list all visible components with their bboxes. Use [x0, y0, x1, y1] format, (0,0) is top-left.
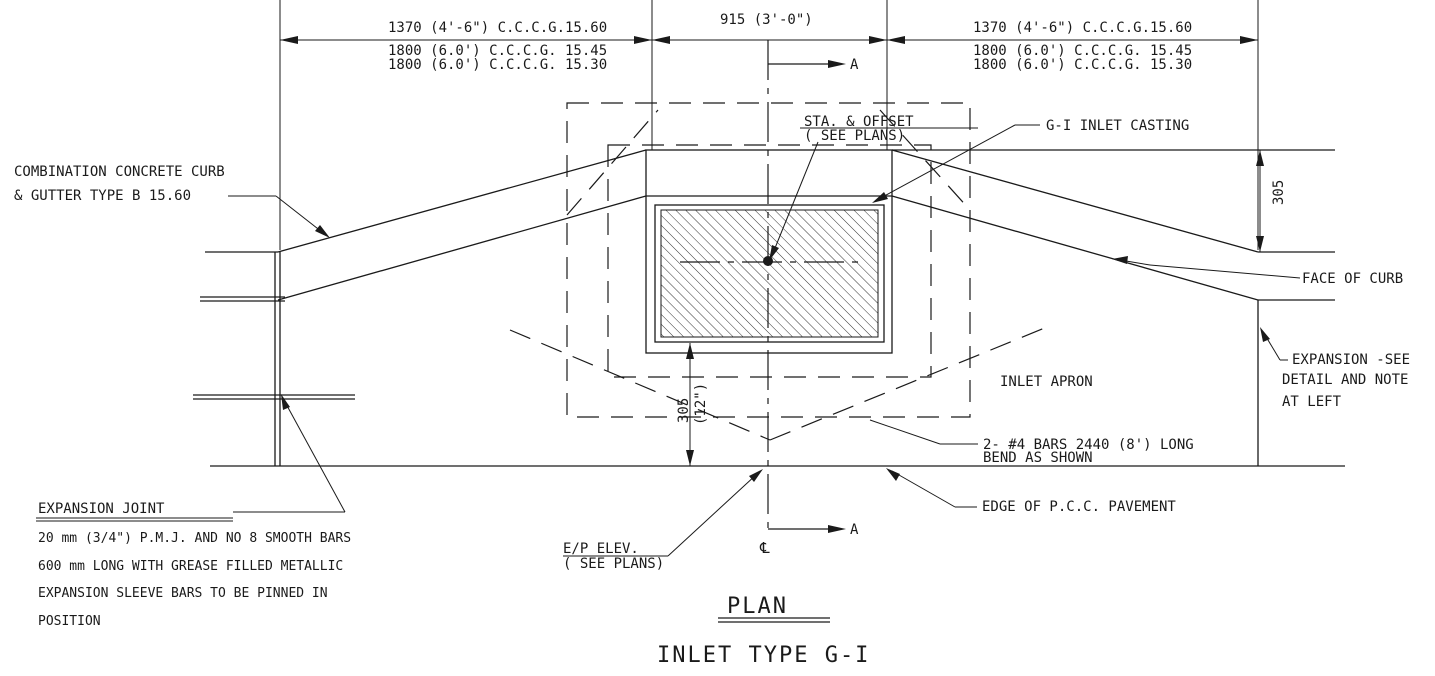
dim-apron-12in: (12") — [693, 383, 709, 425]
section-a-top-label: A — [850, 57, 859, 73]
grate-frame — [654, 204, 885, 343]
dim-top-right-1: 1370 (4'-6") C.C.C.G.15.60 — [973, 20, 1192, 36]
dim-top-left-2: 1800 (6.0') C.C.C.G. 15.45 — [388, 43, 607, 59]
grate-hatch — [660, 209, 879, 338]
section-cut-top — [768, 60, 846, 68]
curb-lines — [277, 149, 1335, 301]
notes-line-4: POSITION — [38, 614, 101, 629]
expansion-label-1: EXPANSION -SEE — [1292, 352, 1410, 368]
right-vertical-dimension — [1256, 150, 1264, 252]
curb-leader — [228, 195, 330, 238]
inlet-outer-frame — [645, 149, 893, 354]
bar-left-top — [566, 109, 659, 216]
outer-apron-boundary — [566, 102, 971, 418]
section-cut-bottom — [768, 525, 846, 533]
bar-right-top — [879, 109, 971, 211]
curb-label-1: COMBINATION CONCRETE CURB — [14, 164, 225, 180]
right-joint-lines — [1257, 251, 1335, 466]
centerline-symbol: ℄ — [759, 539, 770, 557]
expansion-label-2: DETAIL AND NOTE — [1282, 372, 1408, 388]
notes-heading: EXPANSION JOINT — [38, 501, 165, 517]
dim-top-right-2: 1800 (6.0') C.C.C.G. 15.45 — [973, 43, 1192, 59]
edge-pavement-leader — [886, 468, 977, 508]
dim-top-right-3: 1800 (6.0') C.C.C.G. 15.30 — [973, 57, 1192, 73]
bars-leader — [869, 419, 978, 445]
notes-line-3: EXPANSION SLEEVE BARS TO BE PINNED IN — [38, 586, 328, 601]
expansion-leader — [1260, 327, 1288, 361]
view-title: PLAN — [727, 594, 788, 619]
top-dimension-line — [280, 36, 1258, 44]
sta-offset-leader — [769, 141, 819, 261]
dim-right-305: 305 — [1271, 180, 1287, 205]
ep-elev-label-2: ( SEE PLANS) — [563, 556, 664, 572]
sta-offset-label-1: STA. & OFFSET — [804, 114, 914, 130]
ep-elev-label-1: E/P ELEV. — [563, 541, 639, 557]
face-of-curb-leader — [1112, 256, 1301, 279]
inlet-casting-label: G-I INLET CASTING — [1046, 118, 1189, 134]
expansion-joint-leader — [233, 394, 346, 513]
dim-top-center: 915 (3'-0") — [720, 12, 813, 28]
notes-line-1: 20 mm (3/4") P.M.J. AND NO 8 SMOOTH BARS — [38, 531, 351, 546]
ep-elev-leader — [563, 469, 763, 557]
inlet-casting-leader — [872, 124, 1040, 203]
bars-label-1: 2- #4 BARS 2440 (8') LONG — [983, 437, 1194, 453]
inlet-apron-label: INLET APRON — [1000, 374, 1093, 390]
dim-top-left-1: 1370 (4'-6") C.C.C.G.15.60 — [388, 20, 607, 36]
drawing-subtitle: INLET TYPE G-I — [657, 643, 870, 668]
face-of-curb-label: FACE OF CURB — [1302, 271, 1403, 287]
section-a-bottom-label: A — [850, 522, 859, 538]
notes-line-2: 600 mm LONG WITH GREASE FILLED METALLIC — [38, 559, 343, 574]
inner-apron-boundary — [607, 144, 932, 378]
left-joint-lines — [193, 251, 355, 466]
apron-vertical-dimension — [686, 343, 694, 466]
bar-left-bottom — [509, 329, 771, 441]
edge-pavement-label: EDGE OF P.C.C. PAVEMENT — [982, 499, 1176, 515]
sta-offset-label-2: ( SEE PLANS) — [804, 128, 905, 144]
bars-label-2: BEND AS SHOWN — [983, 450, 1093, 466]
bar-right-bottom — [769, 324, 1053, 441]
curb-label-2: & GUTTER TYPE B 15.60 — [14, 188, 191, 204]
dim-top-left-3: 1800 (6.0') C.C.C.G. 15.30 — [388, 57, 607, 73]
expansion-label-3: AT LEFT — [1282, 394, 1342, 410]
dim-apron-305: 305 — [676, 398, 692, 423]
dimension-extension-lines — [279, 0, 1259, 250]
